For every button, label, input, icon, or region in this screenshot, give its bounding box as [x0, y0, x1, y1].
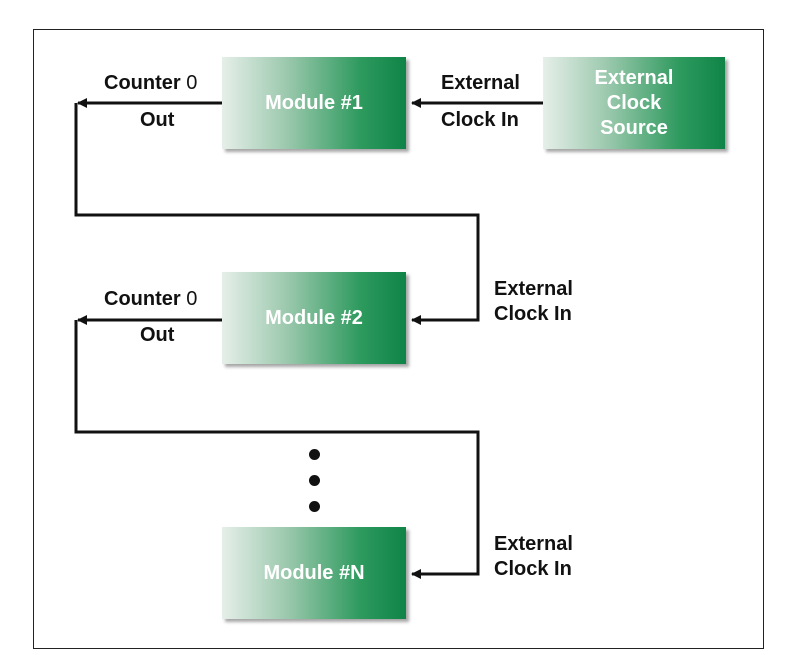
m2-out-label: Out	[140, 324, 175, 346]
m1-ext-clock-line1: External	[441, 72, 520, 94]
wire-m2-to-mn-loop	[74, 320, 480, 579]
module-n-label: Module #N	[263, 561, 365, 584]
ellipsis-dot-3	[309, 501, 320, 512]
m1-out-label: Out	[140, 109, 175, 131]
source-line-1: External	[594, 66, 674, 89]
ellipsis-dot-2	[309, 475, 320, 486]
module-2-label: Module #2	[265, 306, 363, 329]
external-clock-source-box: External Clock Source	[543, 57, 725, 149]
m2-ext-clock-line1: External	[494, 278, 573, 300]
module-1-label: Module #1	[265, 91, 363, 114]
m2-ext-clock-line2: Clock In	[494, 303, 572, 325]
module-n-box: Module #N	[222, 527, 406, 619]
source-line-3: Source	[600, 116, 668, 139]
source-line-2: Clock	[606, 91, 662, 114]
m1-counter-label: Counter 0	[104, 72, 198, 94]
ellipsis-dot-1	[309, 449, 320, 460]
m2-counter-label: Counter 0	[104, 288, 198, 310]
diagram-frame	[33, 29, 764, 649]
module-2-box: Module #2	[222, 272, 406, 364]
m1-ext-clock-line2: Clock In	[441, 109, 519, 131]
module-1-box: Module #1	[222, 57, 406, 149]
mn-ext-clock-line2: Clock In	[494, 558, 572, 580]
mn-ext-clock-line1: External	[494, 533, 573, 555]
wire-m1-to-m2-loop	[74, 103, 480, 325]
